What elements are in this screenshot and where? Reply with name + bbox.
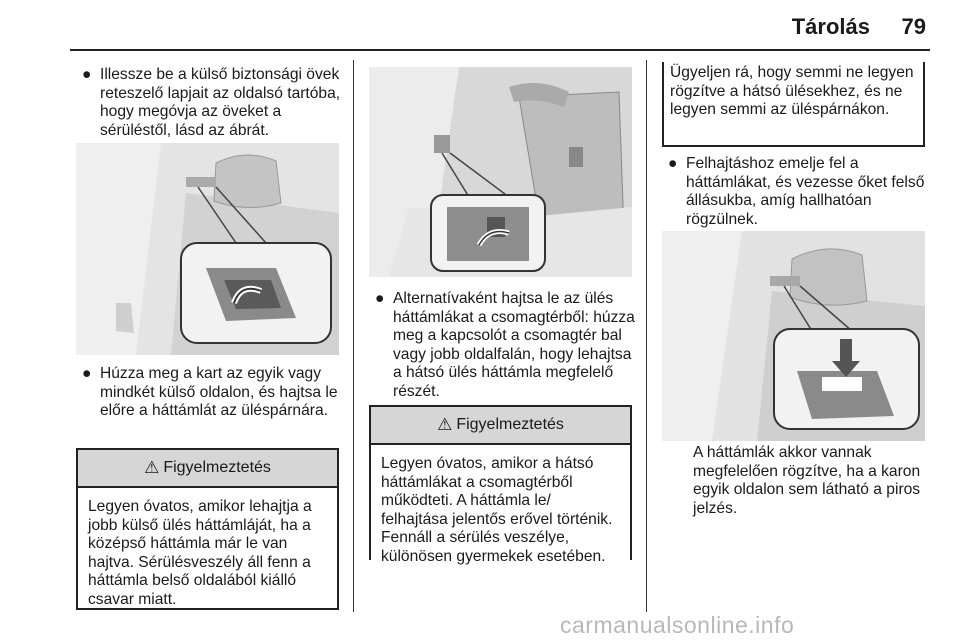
column-2: ● Alternatívaként hajtsa le az ülés hátt…	[369, 290, 637, 401]
figure-seatbelt-holder	[76, 143, 339, 355]
bullet-icon: ●	[668, 155, 678, 172]
warning-box: ⚠ Figyelmeztetés Legyen óvatos, amikor a…	[369, 405, 632, 565]
column-1: ● Illessze be a külső biztonsági övek re…	[76, 66, 344, 140]
figure-trunk-release	[369, 67, 632, 277]
warning-header: ⚠ Figyelmeztetés	[78, 450, 337, 488]
bullet-icon: ●	[375, 290, 385, 307]
list-item: ● Illessze be a külső biztonsági övek re…	[76, 66, 344, 140]
warning-title: Figyelmeztetés	[456, 416, 564, 433]
column-1-lower: ● Húzza meg a kart az egyik vagy mindkét…	[76, 365, 344, 421]
warning-title: Figyelmeztetés	[163, 459, 271, 476]
warning-triangle-icon: ⚠	[144, 458, 160, 477]
list-item: ● Felhajtáshoz emelje fel a háttámlákat,…	[662, 155, 930, 229]
bullet-text: Felhajtáshoz emelje fel a háttámlákat, é…	[686, 155, 925, 228]
note-box: Ügyeljen rá, hogy semmi ne legyen rögzít…	[662, 62, 925, 147]
figure-seat-lock-indicator	[662, 231, 925, 441]
bullet-icon: ●	[82, 66, 92, 83]
bullet-text: Alternatívaként hajtsa le az ülés háttám…	[393, 290, 635, 400]
list-item: ● Alternatívaként hajtsa le az ülés hátt…	[369, 290, 637, 401]
column-3: ● Felhajtáshoz emelje fel a háttámlákat,…	[662, 155, 930, 229]
bullet-text: Húzza meg a kart az egyik vagy mindkét k…	[100, 365, 338, 419]
seat-lock-illustration	[662, 231, 925, 441]
figure-caption: A háttámlák akkor vannak megfelelően rög…	[693, 444, 921, 517]
header-rule	[70, 49, 930, 51]
list-item: ● Húzza meg a kart az egyik vagy mindkét…	[76, 365, 344, 421]
warning-header: ⚠ Figyelmeztetés	[371, 407, 630, 445]
page-number: 79	[901, 14, 926, 39]
bullet-text: Illessze be a külső biztonsági övek rete…	[100, 66, 341, 139]
warning-text: Legyen óvatos, amikor lehajtja a jobb kü…	[88, 498, 312, 608]
column-divider-2	[646, 60, 647, 612]
column-divider-1	[353, 60, 354, 612]
seatbelt-holder-illustration	[76, 143, 339, 355]
warning-triangle-icon: ⚠	[437, 415, 453, 434]
bullet-icon: ●	[82, 365, 92, 382]
page-title: Tárolás	[791, 14, 870, 39]
warning-box: ⚠ Figyelmeztetés Legyen óvatos, amikor l…	[76, 448, 339, 610]
warning-text: Legyen óvatos, amikor a hátsó háttámláka…	[381, 455, 613, 565]
trunk-release-illustration	[369, 67, 632, 277]
watermark: carmanualsonline.info	[560, 612, 795, 638]
